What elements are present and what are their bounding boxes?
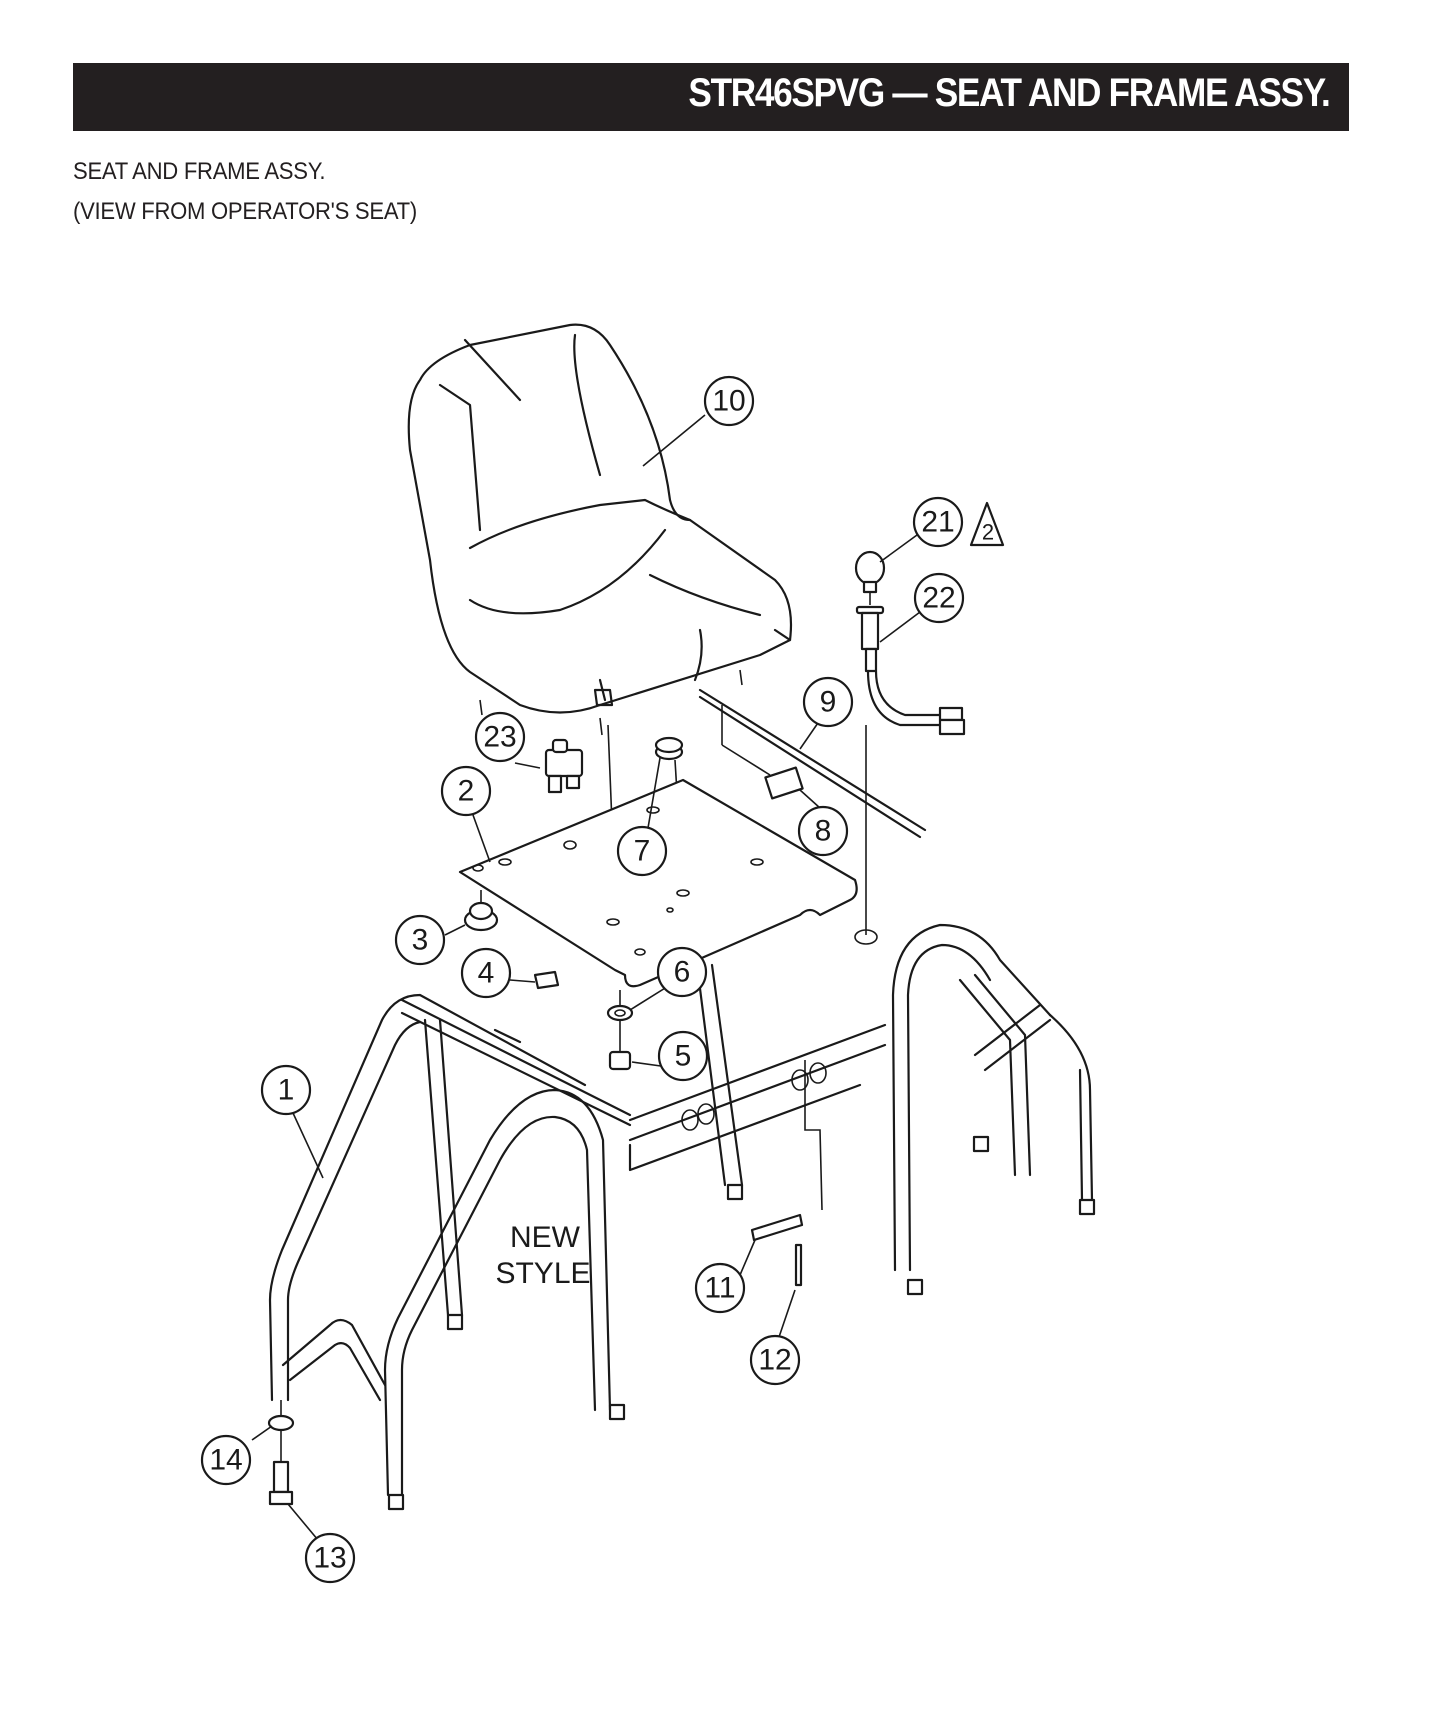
callout-5: 5 [657,1030,709,1082]
note-style: STYLE [495,1257,590,1290]
callout-22: 22 [913,572,965,624]
svg-text:11: 11 [704,1272,735,1305]
callout-2: 2 [440,765,492,817]
callout-8: 8 [797,805,849,857]
callout-10: 10 [703,375,755,427]
header-bar: STR46SPVG — SEAT AND FRAME ASSY. [73,63,1349,131]
callout-14: 14 [200,1434,252,1486]
svg-text:12: 12 [758,1344,791,1377]
callout-13: 13 [304,1532,356,1584]
callout-12: 12 [749,1334,801,1386]
svg-text:5: 5 [675,1040,692,1073]
diagram-subtitle: SEAT AND FRAME ASSY. [73,158,326,185]
svg-text:22: 22 [922,582,955,615]
seat-drawing [407,323,793,736]
svg-text:4: 4 [478,957,495,990]
svg-text:8: 8 [815,815,832,848]
svg-text:21: 21 [921,506,954,539]
callout-11: 11 [694,1262,746,1314]
seat-plate-drawing [458,778,878,988]
lamp-drawing [854,550,966,935]
callout-9: 9 [802,676,854,728]
fasteners-drawing [463,890,634,1071]
revision-triangle-icon: 2 [969,501,1005,547]
callout-1: 1 [260,1064,312,1116]
callout-21: 21 [912,496,964,548]
note-new: NEW [510,1221,581,1254]
callout-7: 7 [616,825,668,877]
svg-text:10: 10 [712,385,745,418]
svg-text:6: 6 [674,956,691,989]
page-title: STR46SPVG — SEAT AND FRAME ASSY. [687,71,1330,115]
svg-text:14: 14 [209,1444,242,1477]
frame-drawing [267,923,1096,1511]
callout-3: 3 [394,914,446,966]
svg-text:2: 2 [458,775,475,808]
svg-text:1: 1 [278,1074,295,1107]
svg-text:7: 7 [634,835,651,868]
svg-text:3: 3 [412,924,429,957]
callout-4: 4 [460,947,512,999]
svg-text:13: 13 [313,1542,346,1575]
callout-23: 23 [474,711,526,763]
svg-text:23: 23 [483,721,516,754]
diagram-view-note: (VIEW FROM OPERATOR'S SEAT) [73,198,417,225]
svg-text:9: 9 [820,686,837,719]
leader-lines [251,414,921,1541]
callout-6: 6 [656,946,708,998]
svg-text:2: 2 [982,520,994,545]
hardware-drawing [544,688,927,923]
